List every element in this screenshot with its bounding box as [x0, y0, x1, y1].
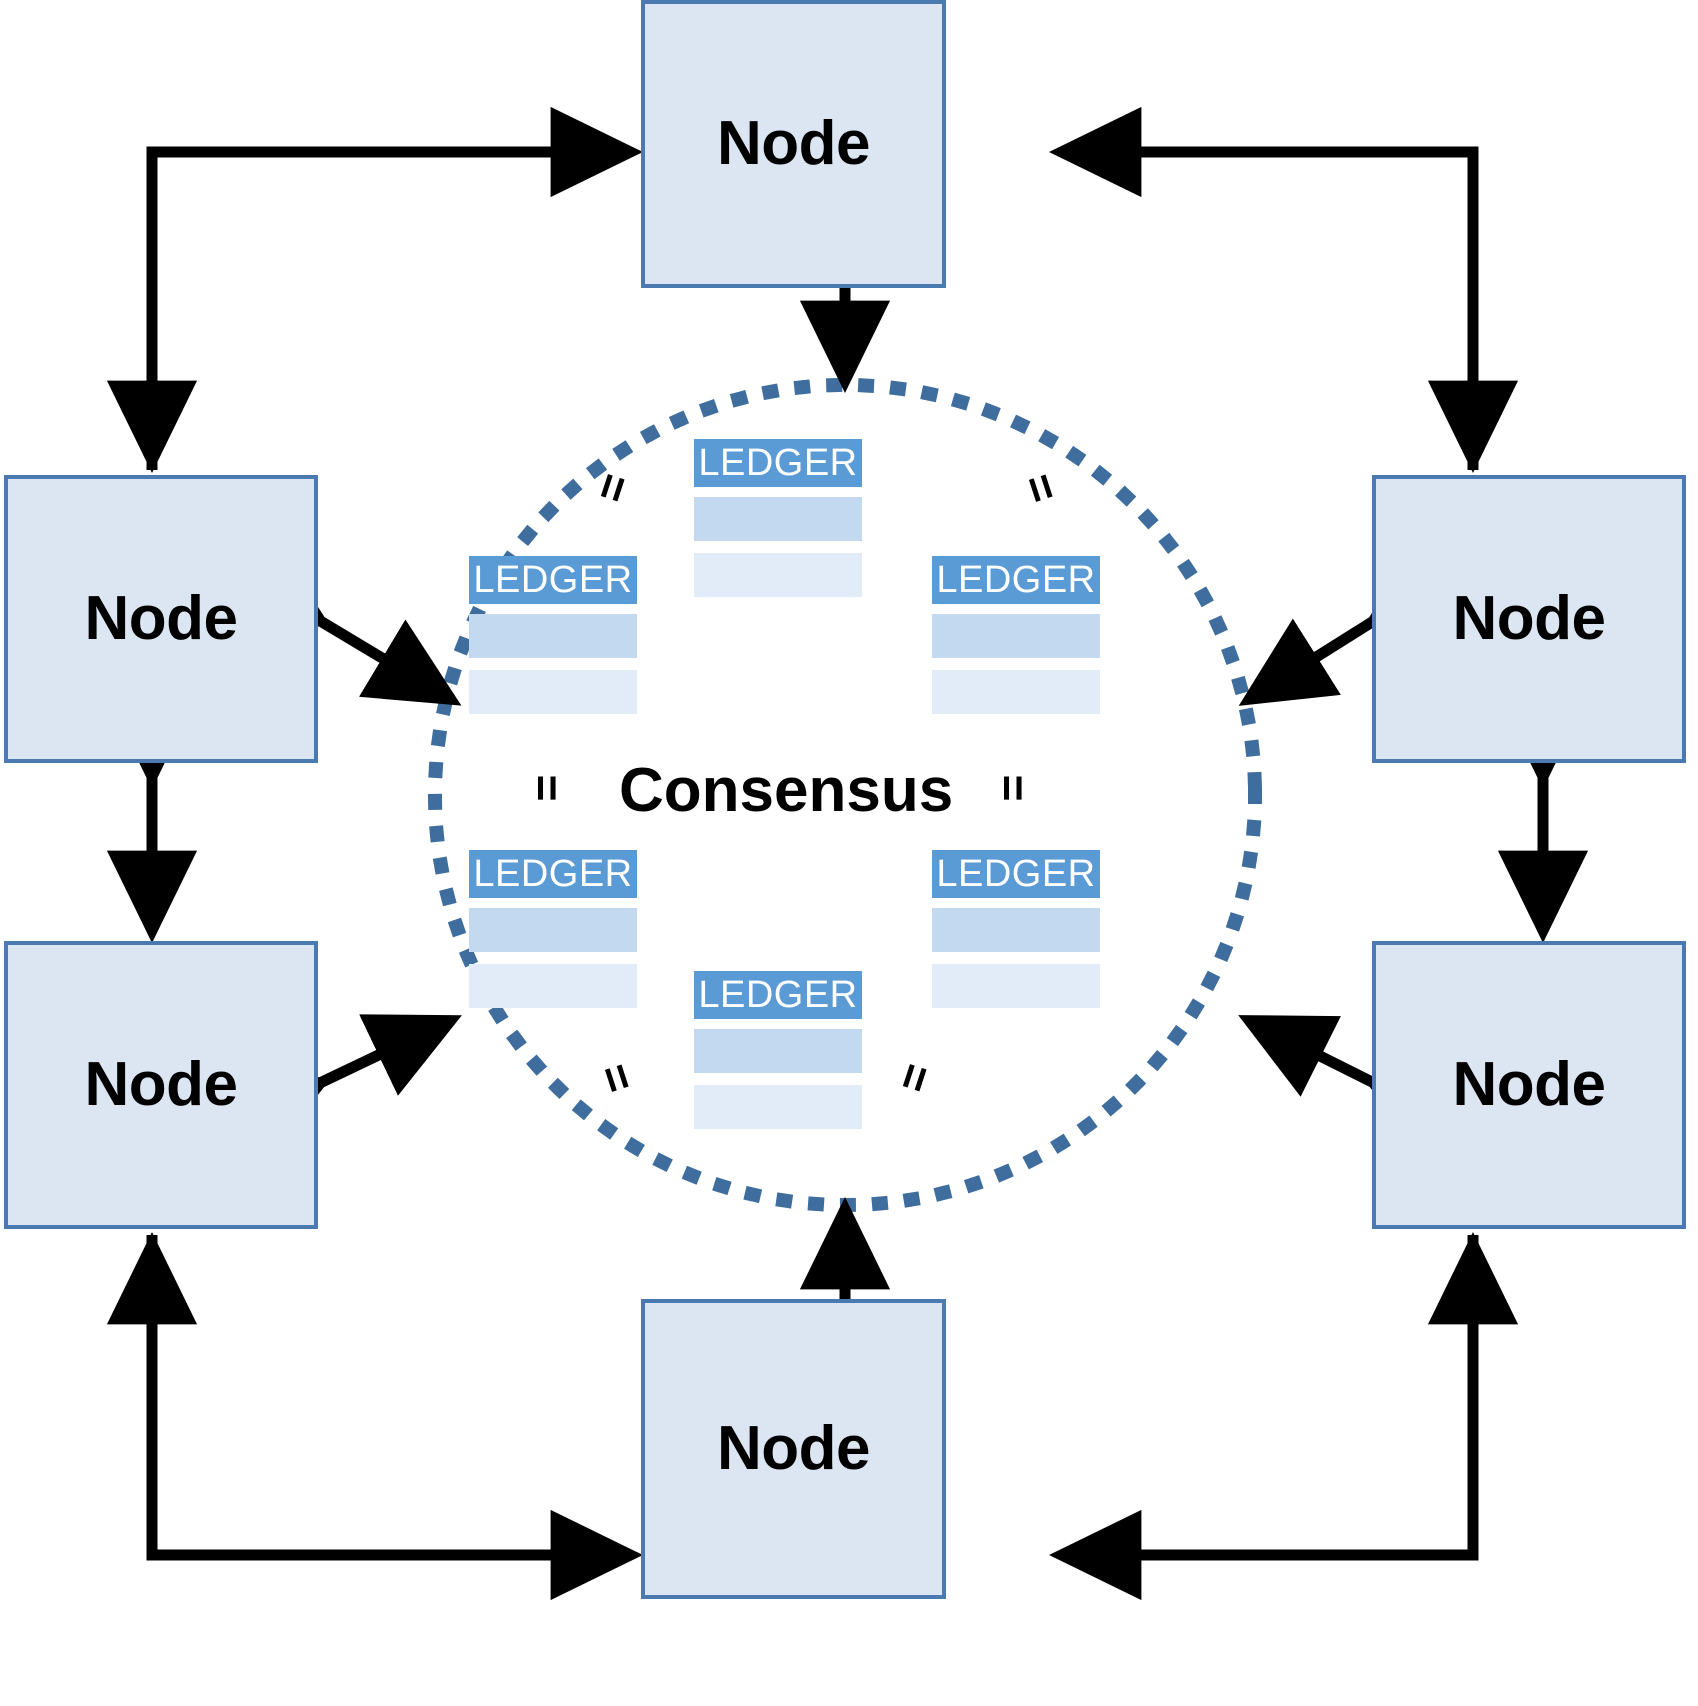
ledger-right-lower-row-2 — [932, 964, 1100, 1008]
ledger-right-lower-row-1 — [932, 908, 1100, 952]
ledger-left-lower-row-2 — [469, 964, 637, 1008]
ledger-bottom-row-1 — [694, 1029, 862, 1073]
ledger-left-upper-row-2 — [469, 670, 637, 714]
elbow-left-top — [106, 106, 643, 473]
ledger-bottom-row-2 — [694, 1085, 862, 1129]
node-left-lower[interactable]: Node — [4, 941, 318, 1229]
node-right-upper-label: Node — [1452, 584, 1607, 653]
ledger-left-lower-header: LEDGER — [469, 850, 637, 898]
node-top-label: Node — [717, 109, 871, 178]
ledger-top-row-1 — [694, 497, 862, 541]
elbow-right-bottom — [1049, 1232, 1519, 1601]
arrow-left-upper-to-circle — [228, 541, 462, 706]
arrow-left-lower-to-circle — [229, 1014, 462, 1158]
ledger-left-upper-row-1 — [469, 614, 637, 658]
equals-mark-mid-left: = — [521, 774, 574, 802]
consensus-label: Consensus — [619, 756, 954, 825]
ledger-right-lower-header: LEDGER — [932, 850, 1100, 898]
node-right-lower[interactable]: Node — [1372, 941, 1686, 1229]
elbow-left-bottom — [106, 1232, 643, 1601]
ledger-top-header: LEDGER — [694, 439, 862, 487]
node-bottom-label: Node — [717, 1414, 871, 1483]
arrow-right-upper-to-circle — [1238, 540, 1465, 706]
ledger-left-lower-row-1 — [469, 908, 637, 952]
elbow-right-top — [1049, 106, 1519, 473]
equals-mark-mid-right: = — [987, 774, 1040, 802]
node-left-upper[interactable]: Node — [4, 475, 318, 763]
arrow-right-lower-to-circle — [1238, 1015, 1465, 1159]
ledger-bottom-header: LEDGER — [694, 971, 862, 1019]
ledger-left-upper-header: LEDGER — [469, 556, 637, 604]
ledger-right-upper-header: LEDGER — [932, 556, 1100, 604]
ledger-top-row-2 — [694, 553, 862, 597]
node-right-upper[interactable]: Node — [1372, 475, 1686, 763]
ledger-right-upper-row-1 — [932, 614, 1100, 658]
node-left-lower-label: Node — [84, 1050, 239, 1119]
node-top[interactable]: Node — [641, 0, 946, 288]
node-bottom[interactable]: Node — [641, 1299, 946, 1599]
node-left-upper-label: Node — [84, 584, 239, 653]
ledger-right-upper-row-2 — [932, 670, 1100, 714]
node-right-lower-label: Node — [1452, 1050, 1607, 1119]
